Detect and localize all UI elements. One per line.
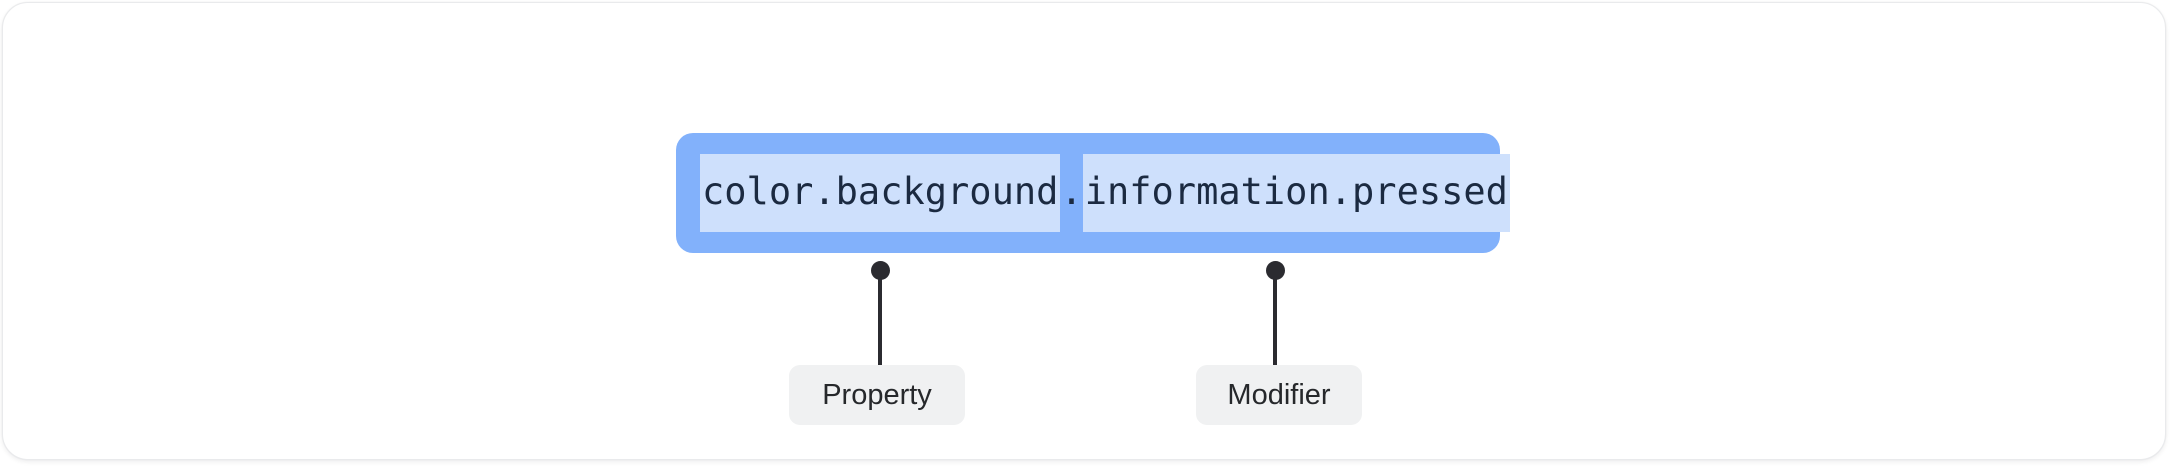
design-token-pill[interactable]: color.background.information.pressed bbox=[676, 133, 1510, 253]
connector-dot-property bbox=[871, 261, 890, 280]
connector-dot-modifier bbox=[1266, 261, 1285, 280]
connector-line-property bbox=[878, 272, 882, 368]
connector-line-modifier bbox=[1273, 272, 1277, 368]
token-segment-property: color.background bbox=[700, 154, 1061, 232]
token-string: color.background.information.pressed bbox=[700, 154, 1510, 232]
token-segment-separator: . bbox=[1060, 170, 1083, 213]
annotation-label-modifier: Modifier bbox=[1196, 365, 1362, 425]
annotation-label-property: Property bbox=[789, 365, 965, 425]
token-segment-modifier: information.pressed bbox=[1082, 154, 1510, 232]
